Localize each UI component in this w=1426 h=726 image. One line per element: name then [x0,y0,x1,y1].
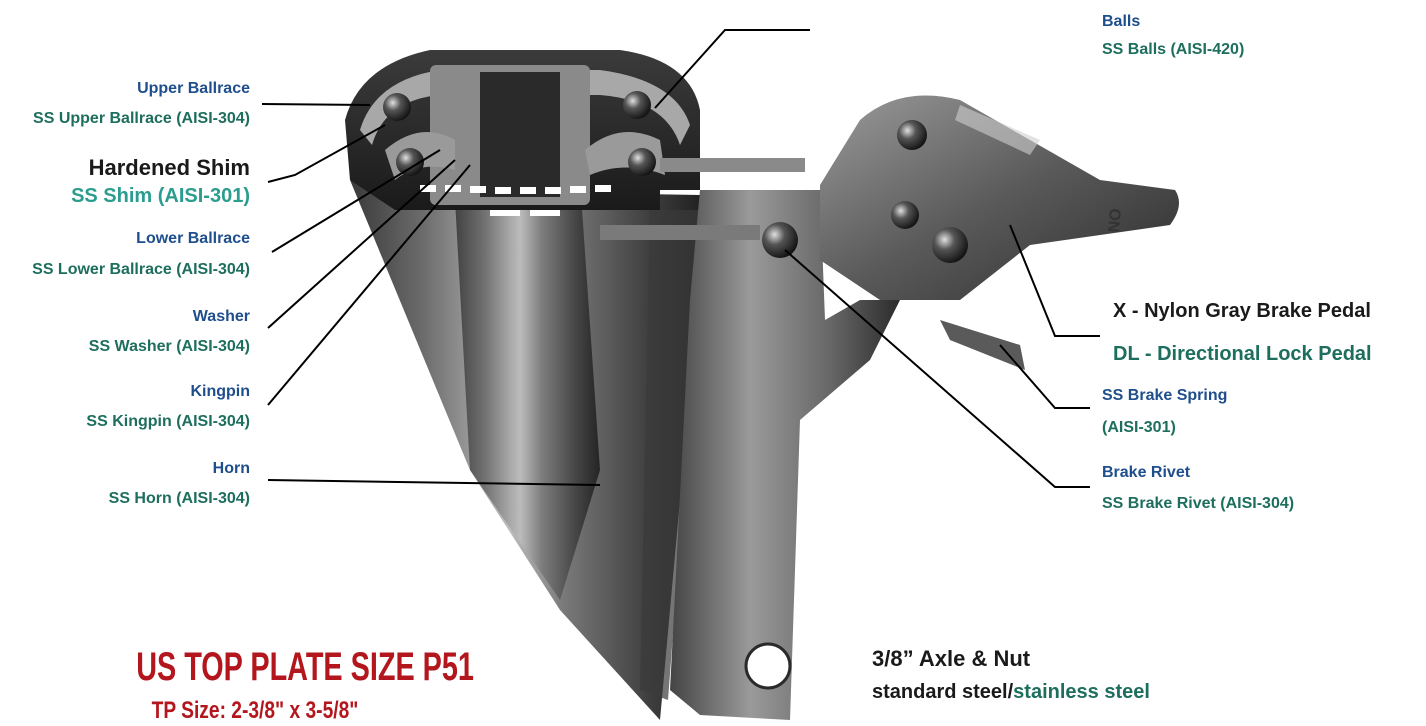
leader-lines [261,29,1100,488]
ballrace-assembly [345,50,805,240]
balls-name: Balls [1102,13,1141,30]
axle-name: 3/8” Axle & Nut [872,646,1031,671]
lower-ballrace-name: Lower Ballrace [136,230,250,247]
upper-ballrace-material: SS Upper Ballrace (AISI-304) [33,110,250,127]
leader-washer [267,159,456,329]
lower-ballrace-material: SS Lower Ballrace (AISI-304) [32,261,250,278]
hardened-shim-name: Hardened Shim [88,155,250,180]
leader-horn [267,479,601,486]
kingpin-material: SS Kingpin (AISI-304) [86,413,250,430]
axle-material: standard steel/stainless steel [872,682,1150,702]
balls-material: SS Balls (AISI-420) [1102,41,1245,58]
page-subtitle: TP Size: 2-3/8" x 3-5/8" [151,697,359,724]
page-title: US TOP PLATE SIZE P51 [136,645,474,689]
kingpin-name: Kingpin [190,383,250,400]
leader-pedal [1009,224,1100,337]
leader-balls [654,29,810,109]
axle-hole [744,642,792,690]
leader-kingpin [267,164,471,406]
washer-material: SS Washer (AISI-304) [88,338,250,355]
horn-material: SS Horn (AISI-304) [108,490,250,507]
leader-spring [999,344,1090,409]
ball-lower-right [628,148,656,176]
brake-spring-material: (AISI-301) [1102,419,1176,436]
pedal-embossed-text: ON [1104,208,1123,233]
brake-rivet-name: Brake Rivet [1102,464,1191,481]
ball-lower-left [396,148,424,176]
horn-name: Horn [212,460,250,477]
brake-rivet-head [762,222,798,258]
hardened-shim-material: SS Shim (AISI-301) [71,185,250,207]
leader-shim [267,124,386,183]
leader-lower-ballrace [271,149,441,253]
brake-rivet-material: SS Brake Rivet (AISI-304) [1102,495,1295,512]
leader-rivet [784,249,1090,488]
axle-material-prefix: standard steel/ [872,681,1014,703]
ball-upper-right [623,91,651,119]
horn-leg [670,190,900,720]
washer-name: Washer [192,308,250,325]
axle-material-suffix: stainless steel [1013,681,1150,703]
washer-dashes [420,185,611,216]
brake-pedal-material: DL - Directional Lock Pedal [1113,343,1372,365]
brake-spring-name: SS Brake Spring [1102,387,1228,404]
brake-spring [940,320,1025,370]
brake-pedal-name: X - Nylon Gray Brake Pedal [1113,300,1371,322]
ball-upper-left [383,93,411,121]
upper-ballrace-name: Upper Ballrace [137,80,250,97]
brake-pedal: ON [762,95,1179,300]
